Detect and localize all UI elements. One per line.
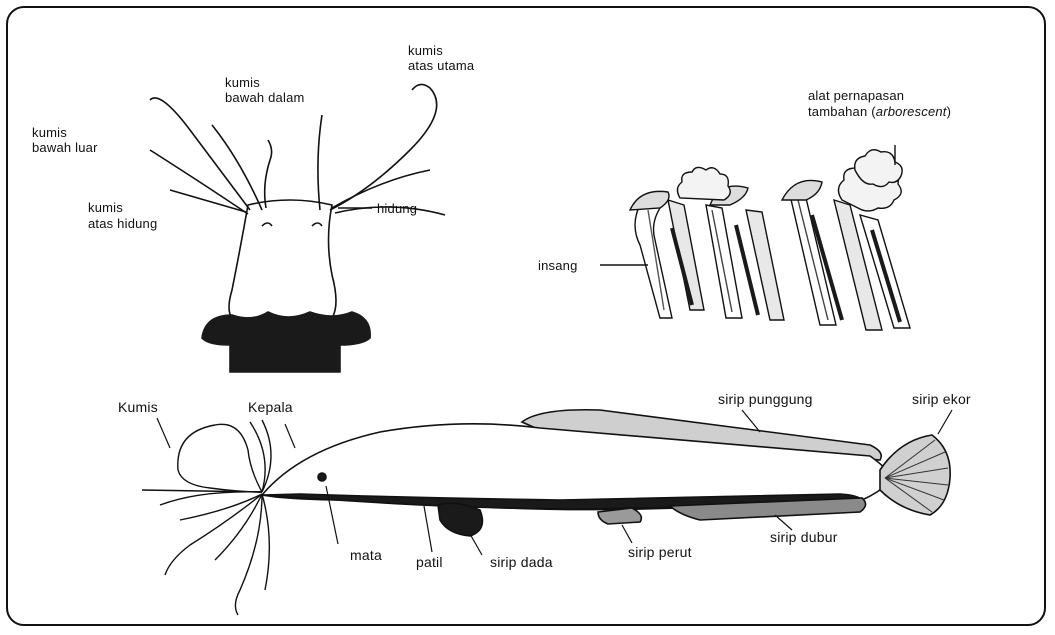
label-sirip-perut: sirip perut [628,544,692,560]
barbel-atas-utama-left [150,98,250,210]
label-sirip-ekor: sirip ekor [912,391,971,407]
label-kumis-atas-hidung-2: atas hidung [88,216,157,231]
label-alat-pernapasan-1: alat pernapasan [808,88,904,103]
leader-sirip-dubur [775,515,792,530]
leader-sirip-dada [470,534,482,555]
barbel-bawah-luar-left2 [170,190,246,212]
barbel-down-1 [165,494,262,575]
label-kumis-atas-hidung-1: kumis [88,200,123,215]
barbel-atas-hidung [265,140,272,208]
tail-fin [880,435,950,515]
barbel-long [178,424,262,492]
label-sirip-dubur: sirip dubur [770,529,838,545]
label-hidung: hidung [377,201,417,216]
label-alat-pernapasan-2c: ) [947,104,952,119]
label-patil: patil [416,554,443,570]
body-side-view [142,410,952,615]
barbel-atas-utama-right [330,84,437,210]
label-kumis-bawah-luar-1: kumis [32,125,67,140]
gill-fan-1 [630,191,669,210]
arborescent-1 [677,167,730,200]
leader-sirip-ekor [938,410,952,434]
label-alat-pernapasan-2a: tambahan ( [808,104,876,119]
label-kumis-atas-utama-1: kumis [408,43,443,58]
pectoral-fin [438,503,482,536]
gill-fan-3 [782,180,822,200]
label-kumis-bawah-luar-2: bawah luar [32,140,98,155]
head-outline [229,200,336,318]
label-kumis: Kumis [118,399,158,415]
barbel-bawah-luar-left [150,150,248,214]
label-kepala: Kepala [248,399,293,415]
barbel-front2 [160,492,262,505]
body-barbels [142,420,271,615]
barbel-down-4 [262,494,269,590]
gill-arch-3 [706,205,742,318]
barbel-bawah-dalam-right [318,115,322,210]
pelvic-fin [598,508,641,524]
gill-arch-4 [746,210,784,320]
label-kumis-bawah-dalam-1: kumis [225,75,260,90]
gill-view [600,145,910,330]
head-front-view [150,84,445,372]
gill-arch-1 [635,205,672,318]
leader-patil [424,506,432,552]
label-arborescent: arborescent [876,104,948,119]
label-insang: insang [538,258,578,273]
fish-eye [318,473,326,481]
leader-sirip-perut [622,525,632,543]
leader-kumis [157,418,170,448]
head-mouth-dark [202,312,370,372]
label-kumis-bawah-dalam-2: bawah dalam [225,90,305,105]
label-mata: mata [350,547,382,563]
barbel-bawah-dalam-left [212,125,262,210]
leader-kepala [285,424,295,448]
label-sirip-punggung: sirip punggung [718,391,813,407]
barbel-up-1 [250,422,265,492]
label-sirip-dada: sirip dada [490,554,553,570]
label-kumis-atas-utama-2: atas utama [408,58,475,73]
gill-arch-2 [668,200,704,310]
head-labels: kumis atas utama kumis bawah dalam kumis… [32,43,475,231]
label-alat-pernapasan-2: tambahan (arborescent) [808,104,951,119]
